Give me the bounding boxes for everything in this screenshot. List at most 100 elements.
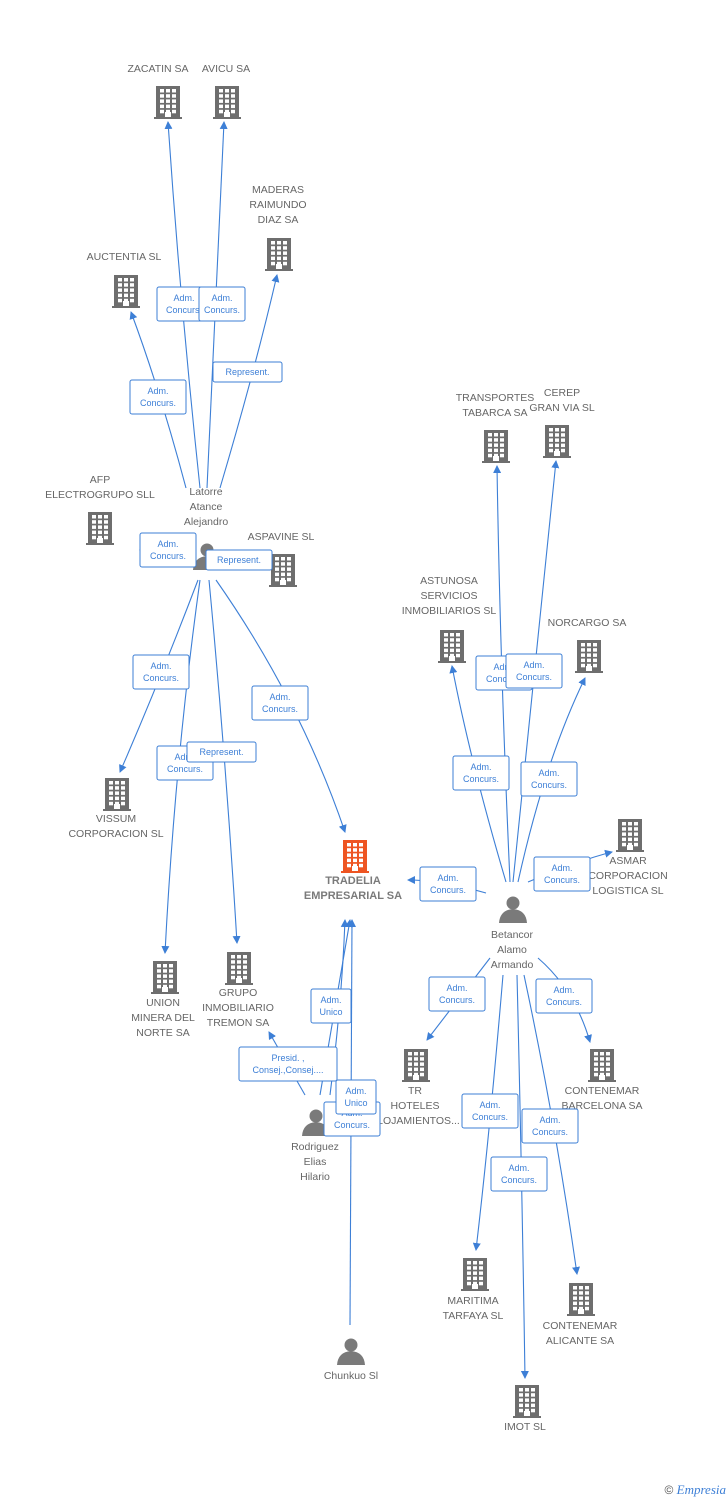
role-label-rodriguez-to-tradelia[interactable]: Adm.Unico [310,988,352,1024]
node-aspavine[interactable]: ASPAVINE SL [248,531,315,587]
role-label-betancor-to-maritima[interactable]: Adm.Concurs. [461,1093,519,1129]
role-label-betancor-to-imot[interactable]: Adm.Concurs. [490,1156,548,1192]
role-label-rodriguez-to-grupo[interactable]: Presid. ,Consej.,Consej.... [238,1046,338,1082]
role-label-latorre-to-maderas[interactable]: Represent. [212,361,283,383]
role-text: Concurs. [167,764,203,774]
role-text: Adm. [320,995,341,1005]
role-label-latorre-to-grupo[interactable]: Represent. [186,741,257,763]
building-icon [588,1049,616,1082]
role-text: Adm. [553,985,574,995]
role-text: Concurs. [140,398,176,408]
node-label: Elias [304,1156,327,1168]
node-tr[interactable]: TRHOTELESALOJAMIENTOS... [370,1049,460,1127]
node-norcargo[interactable]: NORCARGO SA [548,617,627,673]
person-icon [302,1109,330,1136]
building-icon [575,640,603,673]
role-text: Adm. [523,660,544,670]
building-icon [616,819,644,852]
node-auctentia[interactable]: AUCTENTIA SL [87,251,162,308]
node-label: ALICANTE SA [546,1335,614,1347]
role-label-latorre-to-zacatin[interactable]: Adm.Concurs. [156,286,212,322]
building-icon [543,425,571,458]
node-label: EMPRESARIAL SA [304,890,402,902]
building-icon [513,1385,541,1418]
role-label-betancor-to-tr[interactable]: Adm.Concurs. [428,976,486,1012]
node-label: TREMON SA [207,1017,269,1029]
role-text: Concurs. [430,885,466,895]
node-label: TABARCA SA [462,407,527,419]
node-label: RAIMUNDO [249,199,306,211]
node-label: ASTUNOSA [420,575,478,587]
node-grupo[interactable]: GRUPO INMOBILIARIO TREMON SA [202,952,274,1029]
node-label: ASMAR [609,855,647,867]
node-label: INMOBILIARIO [202,1002,274,1014]
node-zacatin[interactable]: ZACATIN SA [127,63,189,119]
role-text: Concurs. [166,305,202,315]
node-label: VISSUM [96,813,136,825]
role-text: Adm. [147,386,168,396]
building-icon [402,1049,430,1082]
role-text: Adm. [150,661,171,671]
node-label: Chunkuo Sl [324,1370,378,1382]
node-label: UNION [146,997,180,1009]
node-label: Hilario [300,1171,330,1183]
role-label-betancor-to-norcargo[interactable]: Adm.Concurs. [520,761,578,797]
role-label-latorre-to-aspavine[interactable]: Represent. [205,549,273,571]
role-label-betancor-to-tradelia[interactable]: Adm. Concurs. [419,866,477,902]
node-cerep[interactable]: CEREP GRAN VIA SL [529,387,595,458]
node-label: Armando [491,959,534,971]
role-label-latorre-to-avicu[interactable]: Adm.Concurs. [198,286,246,322]
role-label-betancor-to-cerep[interactable]: Adm. Concurs. [505,653,563,689]
role-label-latorre-to-vissum[interactable]: Adm.Concurs. [132,654,190,690]
building-icon [112,275,140,308]
building-icon [154,86,182,119]
role-text: Concurs. [516,672,552,682]
node-label: Rodriguez [291,1141,339,1153]
node-label: Alejandro [184,516,229,528]
node-label: CORPORACION [588,870,667,882]
node-label: GRUPO [219,987,258,999]
building-icon [151,961,179,994]
role-label-betancor-to-astunosa[interactable]: Adm.Concurs. [452,755,510,791]
node-avicu[interactable]: AVICU SA [202,63,250,119]
role-label-chunkuo-to-tradelia[interactable]: Adm.Unico [335,1079,377,1115]
node-label: CEREP [544,387,580,399]
role-label-betancor-to-asmar[interactable]: Adm.Concurs. [533,856,591,892]
role-text: Concurs. [531,780,567,790]
building-icon [438,630,466,663]
node-imot[interactable]: IMOT SL [504,1385,546,1433]
role-label-betancor-to-contenemar_bcn[interactable]: Adm. Concurs. [535,978,593,1014]
role-text: Presid. , [271,1053,304,1063]
node-label: DIAZ SA [258,214,299,226]
role-text: Concurs. [262,704,298,714]
role-label-latorre-to-tradelia[interactable]: Adm.Concurs. [251,685,309,721]
node-chunkuo[interactable]: Chunkuo Sl [324,1338,378,1383]
node-label: GRAN VIA SL [529,402,595,414]
role-text: Adm. [437,873,458,883]
footer-brand[interactable]: © Empresia [664,1482,726,1498]
role-label-latorre-to-auctentia[interactable]: Adm. Concurs. [129,379,187,415]
role-label-latorre-to-afp[interactable]: Adm.Concurs. [139,532,197,568]
role-text: Concurs. [439,995,475,1005]
role-text: Adm. [539,1115,560,1125]
copyright-symbol: © [664,1483,674,1497]
building-icon [213,86,241,119]
role-text: Concurs. [546,997,582,1007]
role-label-betancor-to-contenemar_ali[interactable]: Adm. Concurs. [521,1108,579,1144]
role-text: Concurs. [532,1127,568,1137]
building-icon [482,430,510,463]
node-label: AUCTENTIA SL [87,251,162,263]
